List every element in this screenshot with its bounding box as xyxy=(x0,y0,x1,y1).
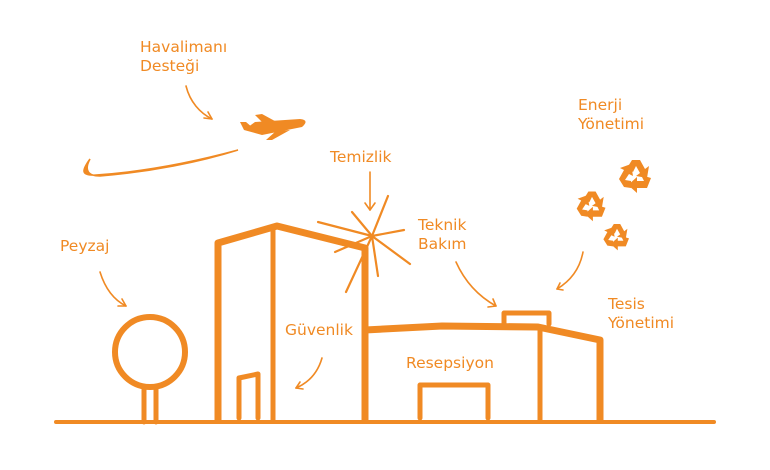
label-havalimani-line1: Havalimanı xyxy=(140,38,228,56)
label-enerji: Enerji Yönetimi xyxy=(578,96,644,134)
label-enerji-line2: Yönetimi xyxy=(578,115,645,133)
label-teknik-line1: Teknik xyxy=(418,216,467,234)
label-tesis-line1: Tesis xyxy=(608,295,645,313)
label-temizlik-text: Temizlik xyxy=(330,148,392,166)
label-peyzaj: Peyzaj xyxy=(60,237,109,256)
label-tesis: Tesis Yönetimi xyxy=(608,295,674,333)
arrow-enerji xyxy=(556,251,584,290)
label-resepsiyon: Resepsiyon xyxy=(406,354,494,373)
label-tesis-line2: Yönetimi xyxy=(608,314,675,332)
arrow-peyzaj xyxy=(99,271,127,307)
arrow-teknik xyxy=(455,261,497,307)
building-icon xyxy=(214,222,604,424)
recycle-icon xyxy=(576,160,651,251)
label-guvenlik-text: Güvenlik xyxy=(285,321,353,339)
arrow-guvenlik xyxy=(295,357,323,389)
label-peyzaj-text: Peyzaj xyxy=(60,237,110,255)
label-enerji-line1: Enerji xyxy=(578,96,623,114)
airplane-icon xyxy=(240,114,306,140)
label-resepsiyon-text: Resepsiyon xyxy=(406,354,494,372)
label-temizlik: Temizlik xyxy=(330,148,392,167)
tree-icon xyxy=(112,314,188,425)
arrow-havalimani xyxy=(185,85,213,120)
label-havalimani-line2: Desteği xyxy=(140,57,200,75)
label-guvenlik: Güvenlik xyxy=(285,321,353,340)
flight-path xyxy=(83,149,239,177)
label-teknik-line2: Bakım xyxy=(418,235,467,253)
label-havalimani: Havalimanı Desteği xyxy=(140,38,227,76)
sparkle-icon xyxy=(316,194,412,294)
label-teknik: Teknik Bakım xyxy=(418,216,467,254)
